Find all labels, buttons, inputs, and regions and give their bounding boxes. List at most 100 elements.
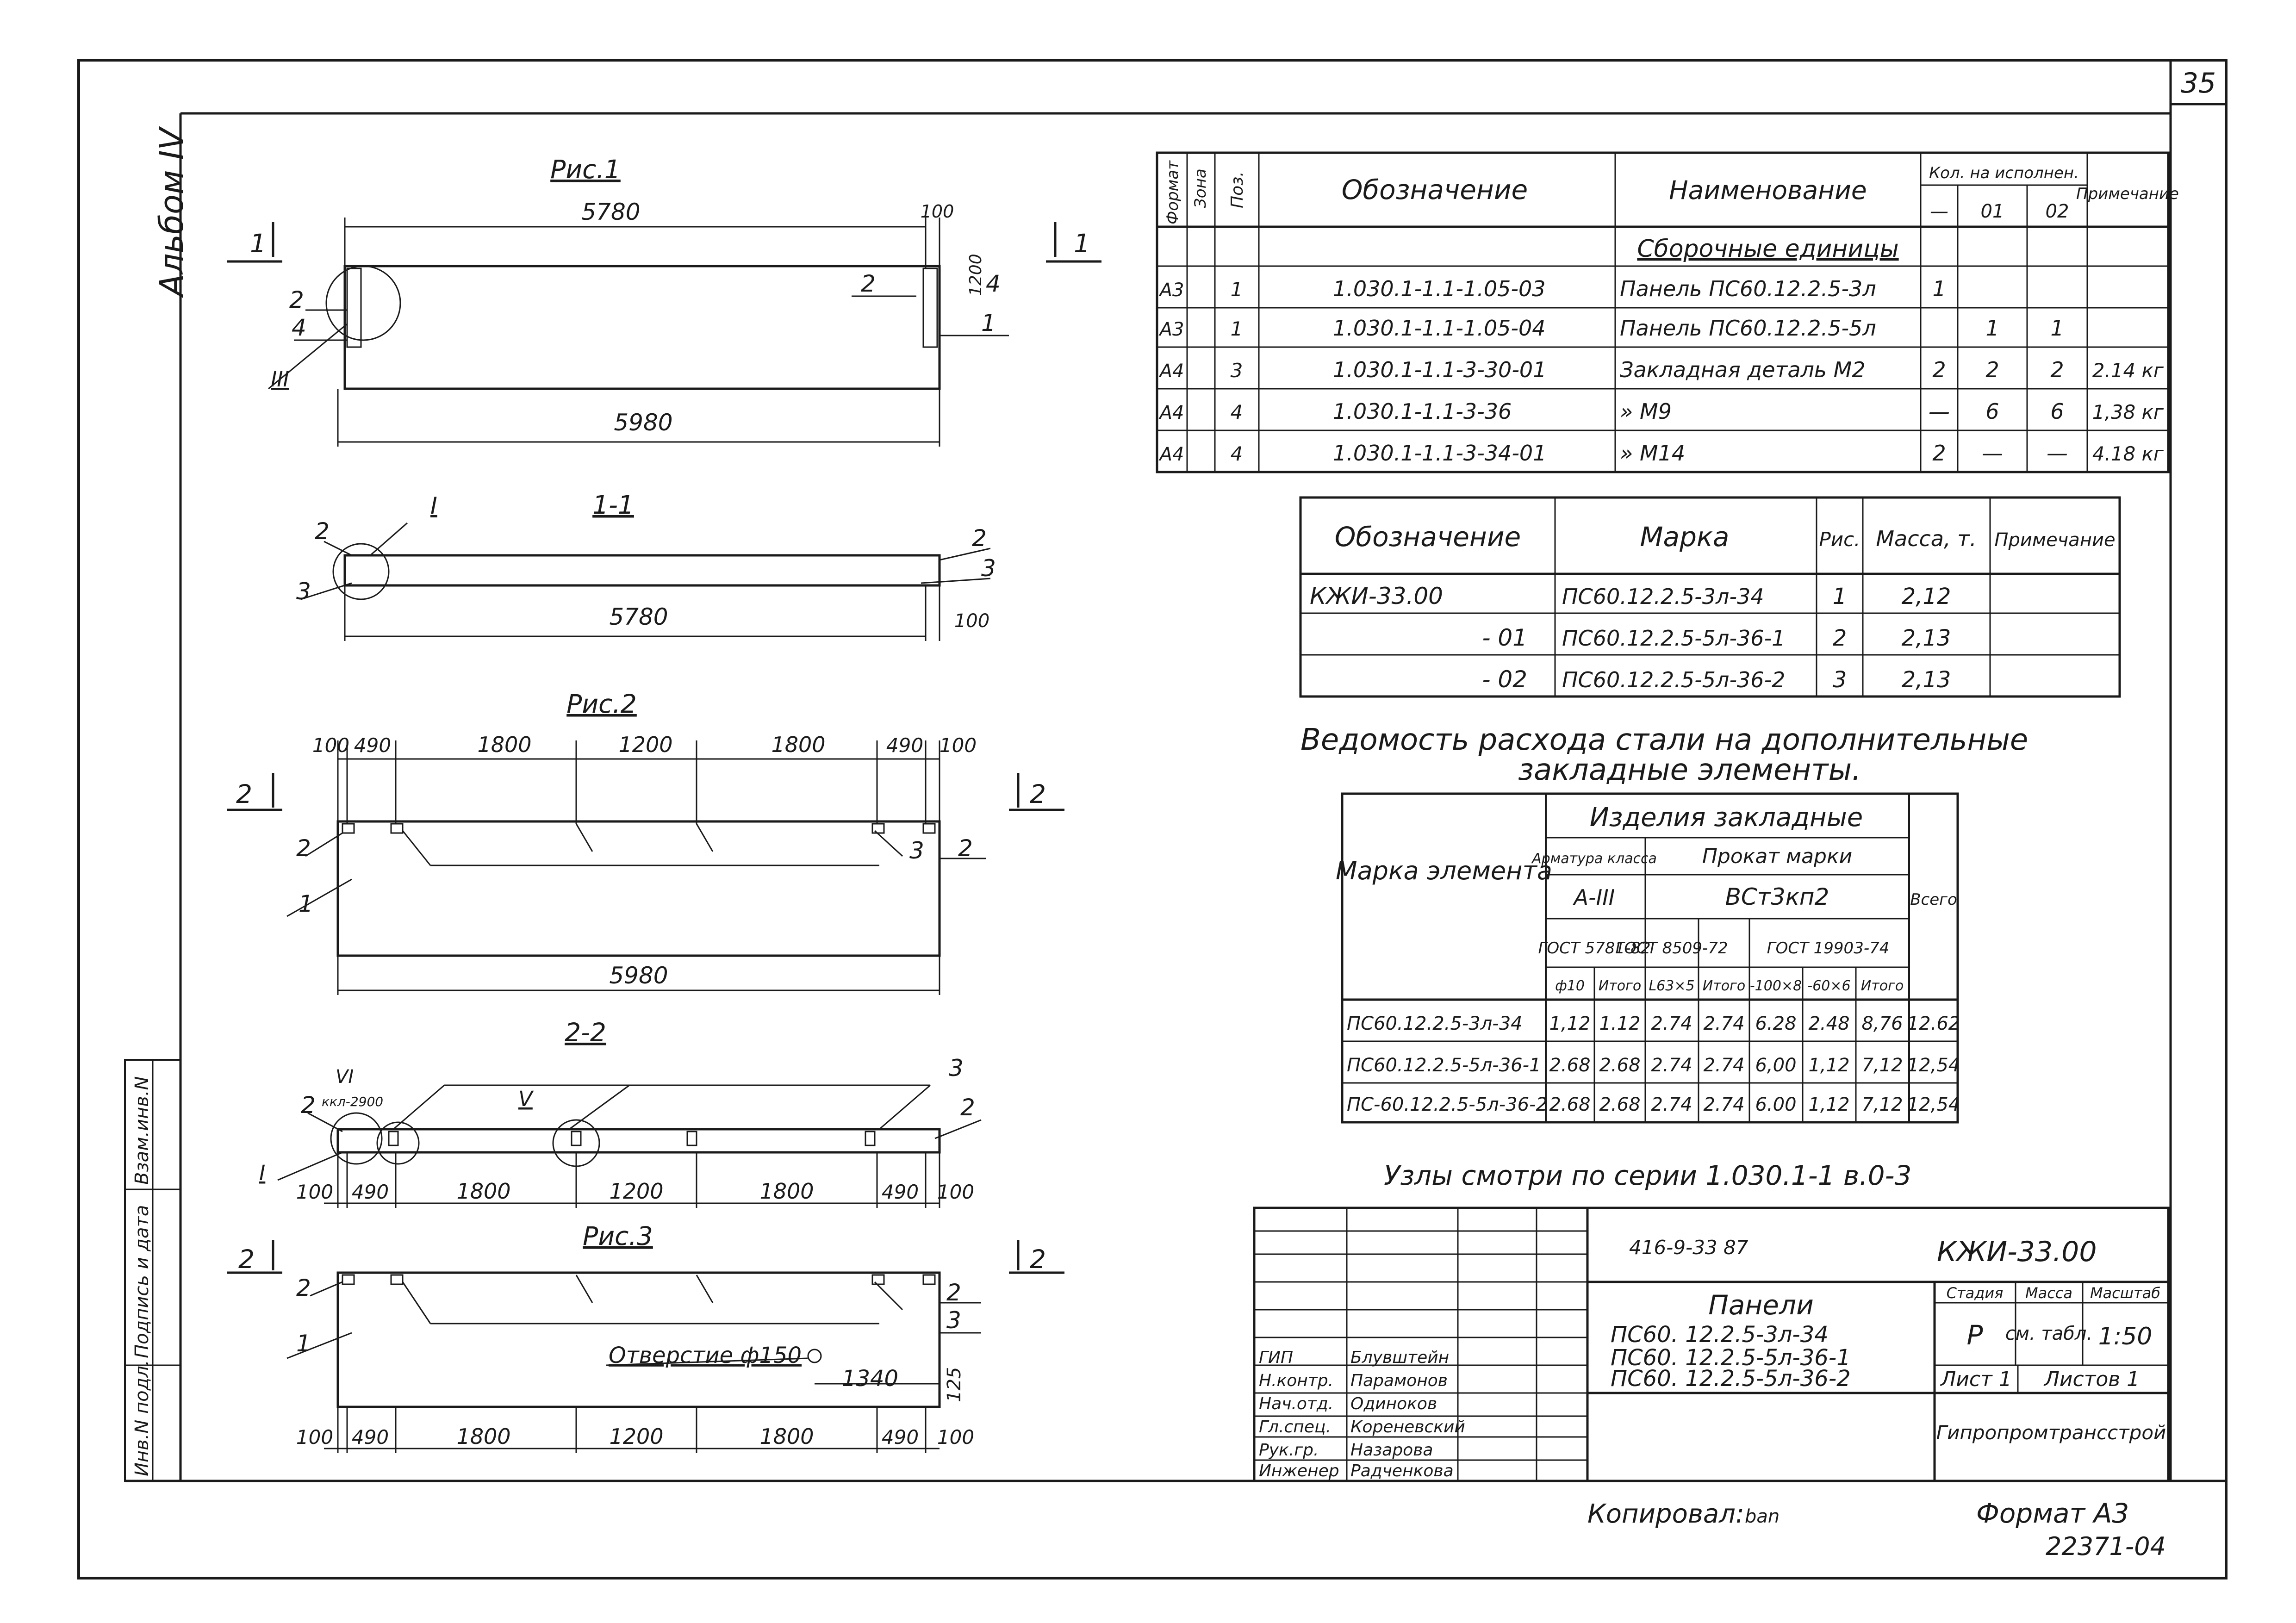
- spec-cell-q0: 1: [1932, 276, 1946, 301]
- spec-cell-q2: 1: [2050, 316, 2064, 341]
- section22-title: 2-2: [565, 1018, 606, 1047]
- section22-node-vi: VI: [336, 1066, 354, 1088]
- album-label: Альбом IV: [153, 126, 191, 298]
- steel-cell-value: 2.68: [1599, 1055, 1640, 1076]
- marks-cell-mass: 2,13: [1902, 625, 1951, 651]
- tb-stage: Р: [1967, 1319, 1983, 1351]
- spec-cell-q2: —: [2047, 441, 2068, 466]
- fig3-title: Рис.3: [583, 1221, 653, 1251]
- marks-cell-fig: 2: [1833, 625, 1847, 651]
- steel-head-items: Изделия закладные: [1590, 802, 1863, 833]
- stamp-replace: Взам.инв.N: [131, 1076, 153, 1185]
- steel-total-head: Всего: [1910, 890, 1957, 909]
- marks-head-fig: Рис.: [1819, 528, 1860, 551]
- fig2-dim-bottom: 5980: [609, 962, 668, 989]
- tb-item-3: ПС60. 12.2.5-5л-36-2: [1611, 1366, 1851, 1392]
- spec-cell-note: 4.18 кг: [2092, 442, 2164, 465]
- fig3-dim-3: 1800: [456, 1424, 510, 1449]
- spec-cell-name: Панель ПС60.12.2.5-3л: [1620, 276, 1876, 301]
- spec-cell-pos: 4: [1231, 401, 1243, 423]
- spec-cell-designation: 1.030.1-1.1-3-36: [1333, 399, 1512, 424]
- fig3-dim-hole-y: 125: [944, 1367, 965, 1402]
- fig1-callout-4b: 4: [986, 270, 1001, 297]
- steel-col-head: Итого: [1861, 978, 1904, 994]
- section22-dim-7: 100: [937, 1181, 974, 1203]
- section22-node-v: V: [518, 1087, 534, 1111]
- spec-cell-format: А4: [1158, 402, 1184, 423]
- marks-cell-fig: 3: [1833, 667, 1847, 693]
- marks-cell-fig: 1: [1833, 584, 1847, 609]
- tb-role-name: Назарова: [1350, 1441, 1433, 1460]
- fig2-title: Рис.2: [566, 689, 637, 719]
- spec-cell-format: А3: [1158, 280, 1184, 301]
- steel-head-mark: Марка элемента: [1336, 856, 1552, 885]
- spec-cell-note: 1,38 кг: [2092, 401, 2164, 423]
- fig1-dim-side: 1200: [966, 254, 985, 296]
- section22-callout-3: 3: [949, 1055, 964, 1082]
- fig1-title: Рис.1: [550, 155, 621, 184]
- steel-cell-value: 6,00: [1755, 1055, 1796, 1076]
- copied-by-sign: ban: [1745, 1506, 1780, 1527]
- section22-node-i: I: [259, 1161, 265, 1185]
- fig1-dim-top: 5780: [581, 199, 640, 225]
- steel-cell-value: 2.74: [1651, 1094, 1692, 1115]
- section22-body: [336, 1128, 941, 1154]
- steel-cell-value: 2.74: [1703, 1013, 1744, 1034]
- steel-title-1: Ведомость расхода стали на дополнительны…: [1300, 723, 2028, 757]
- section22-callout-2b: 2: [960, 1094, 975, 1121]
- steel-head-rolled: Прокат марки: [1702, 845, 1852, 868]
- spec-cell-name: Закладная деталь М2: [1620, 357, 1866, 382]
- spec-cell-name: » М14: [1620, 441, 1685, 466]
- spec-cell-pos: 1: [1231, 317, 1243, 340]
- steel-cell-value: 7,12: [1861, 1055, 1903, 1076]
- fig1-cut-left: 1: [250, 229, 266, 258]
- spec-head-q0: —: [1930, 201, 1948, 222]
- fig2-dim-1: 100: [312, 734, 349, 757]
- tb-doc-code: КЖИ-33.00: [1937, 1236, 2097, 1268]
- fig3-dim-4: 1200: [609, 1424, 663, 1449]
- section11-callout-3: 3: [296, 578, 311, 605]
- steel-rebar-class: А-III: [1573, 885, 1615, 910]
- section11-callout-2b: 2: [972, 525, 987, 552]
- fig1-cut-right: 1: [1074, 229, 1090, 258]
- tb-role: Н.контр.: [1259, 1371, 1333, 1390]
- steel-table-text: Марка элемента Изделия закладные Арматур…: [1336, 802, 1957, 958]
- fig2-callout-1: 1: [299, 890, 313, 917]
- tb-role-name: Одиноков: [1350, 1394, 1437, 1413]
- steel-cell-value: 1,12: [1808, 1055, 1849, 1076]
- fig3-dim-hole-x: 1340: [842, 1366, 898, 1392]
- format-label: Формат А3: [1976, 1498, 2129, 1529]
- spec-cell-q2: 6: [2050, 399, 2064, 424]
- spec-head-name: Наименование: [1669, 175, 1867, 205]
- steel-col-head: Итого: [1703, 978, 1745, 994]
- tb-sheets: Листов 1: [2043, 1368, 2140, 1391]
- tb-role: Инженер: [1259, 1461, 1339, 1480]
- section22-dim-3: 1800: [456, 1179, 510, 1204]
- spec-head-q2: 02: [2046, 201, 2069, 222]
- steel-cell-value: 2.74: [1703, 1094, 1744, 1115]
- fig3-dim-1: 100: [296, 1426, 333, 1449]
- steel-cell-total: 12.62: [1907, 1013, 1960, 1034]
- fig3-hole: [807, 1349, 822, 1363]
- outer-frame: [77, 59, 2228, 1579]
- steel-cell-value: 2.74: [1651, 1013, 1692, 1034]
- fig2-dim-6: 490: [886, 734, 923, 757]
- steel-cell-total: 12,54: [1907, 1094, 1960, 1115]
- spec-cell-pos: 1: [1231, 278, 1243, 301]
- spec-cell-q0: 2: [1932, 357, 1946, 382]
- fig2-dim-3: 1800: [477, 732, 531, 757]
- spec-table-text: Формат Зона Поз. Обозначение Наименовани…: [1164, 160, 2179, 263]
- section11-node: I: [430, 492, 437, 519]
- section11-title: 1-1: [592, 490, 634, 520]
- fig3: Рис.3 2 2 Отверстие ф150 1340 125 2 1 2 …: [227, 1221, 1064, 1453]
- section11-callout-3b: 3: [981, 555, 996, 582]
- section22-dim-5: 1800: [759, 1179, 814, 1204]
- steel-cell-value: 1.12: [1599, 1013, 1640, 1034]
- steel-cell-value: 6.28: [1755, 1013, 1796, 1034]
- section22-level: ккл-2900: [322, 1094, 383, 1109]
- steel-head-rebar: Арматура класса: [1531, 851, 1657, 867]
- steel-col-head: Итого: [1599, 978, 1641, 994]
